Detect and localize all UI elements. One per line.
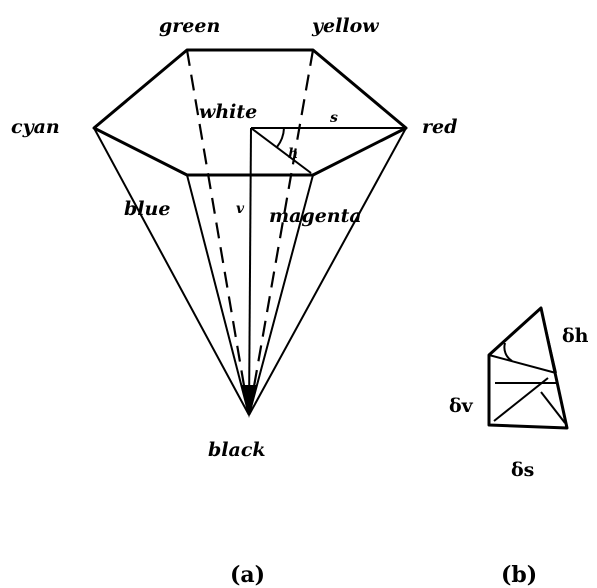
hue-line bbox=[250, 127, 312, 174]
label-v: v bbox=[236, 201, 245, 217]
value-axis bbox=[248, 127, 252, 416]
label-delta-h: δh bbox=[562, 325, 589, 347]
hue-angle-arc bbox=[276, 127, 285, 148]
label-black: black bbox=[208, 439, 266, 461]
volume-element-diagram bbox=[487, 306, 569, 430]
label-blue: blue bbox=[124, 198, 170, 220]
label-delta-s: δs bbox=[511, 459, 534, 481]
edge-cyan-black bbox=[93, 127, 250, 416]
hexcone-diagram bbox=[92, 48, 408, 418]
volume-back-edge bbox=[540, 307, 557, 374]
label-white: white bbox=[199, 101, 257, 123]
caption-a: (a) bbox=[230, 562, 265, 588]
edge-blue-black bbox=[186, 174, 250, 416]
edge-red-black bbox=[248, 127, 407, 416]
hidden-edge-green-black bbox=[185, 49, 251, 416]
label-delta-v: δv bbox=[449, 395, 474, 417]
hidden-edge-yellow-black bbox=[247, 49, 315, 416]
edge-magenta-black bbox=[248, 174, 314, 416]
label-s: s bbox=[330, 110, 338, 126]
black-apex-arrowhead bbox=[241, 385, 257, 418]
label-red: red bbox=[422, 116, 457, 138]
label-yellow: yellow bbox=[311, 15, 379, 37]
label-green: green bbox=[159, 15, 220, 37]
label-magenta: magenta bbox=[269, 205, 362, 227]
volume-element-outline bbox=[487, 306, 569, 430]
volume-angle-arc bbox=[503, 342, 513, 362]
caption-b: (b) bbox=[501, 562, 537, 588]
volume-diagonal-1 bbox=[493, 377, 549, 422]
volume-diagonal-2 bbox=[540, 391, 566, 424]
volume-top-line bbox=[488, 354, 557, 374]
label-h: h bbox=[288, 146, 298, 162]
label-cyan: cyan bbox=[11, 116, 60, 138]
